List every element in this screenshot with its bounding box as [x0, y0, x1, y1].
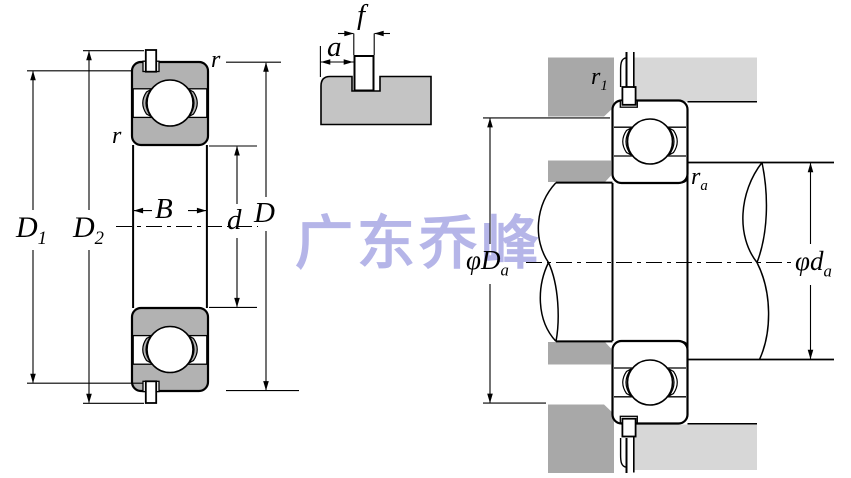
raceway-shoulder-right — [188, 88, 198, 118]
dim-label-B: B — [155, 193, 173, 225]
dimension-B — [133, 207, 207, 214]
dimension-D — [226, 61, 299, 392]
housing-upper — [548, 57, 614, 117]
dimension-phiDa — [483, 117, 610, 404]
raceway-shoulder-left — [142, 335, 152, 364]
ball-lower — [146, 325, 194, 374]
raceway-shoulder-left — [622, 368, 632, 397]
mounted-bearing-lower — [611, 339, 689, 438]
snap-ring — [621, 86, 637, 106]
bearing-lower-section — [130, 306, 210, 404]
bearing-upper-section — [130, 49, 210, 147]
snap-ring-top — [144, 49, 158, 73]
dim-label-D1: D1 — [16, 211, 47, 249]
dim-label-r-top: r — [211, 47, 221, 73]
mounted-bearing-upper — [611, 86, 689, 185]
dim-label-r-side: r — [112, 123, 122, 149]
spacer-upper — [548, 160, 611, 182]
housing-split-upper — [619, 52, 635, 88]
spacer-lower — [548, 342, 611, 365]
dimension-phida — [807, 162, 814, 360]
snap-ring-detail — [353, 55, 375, 92]
r1-relief-fillet — [619, 57, 627, 87]
housing-cap-lower — [633, 424, 757, 470]
dim-label-a: a — [327, 31, 342, 63]
raceway-shoulder-right — [668, 127, 678, 156]
dim-label-ra: ra — [691, 164, 708, 194]
housing-split-lower — [619, 437, 635, 473]
left-view-bearing-cross-section — [27, 49, 299, 404]
dim-label-d: d — [227, 204, 242, 236]
dimension-D2 — [83, 50, 144, 404]
dim-label-phiDa: φDa — [466, 245, 509, 280]
ball — [626, 118, 674, 165]
raceway-shoulder-left — [142, 88, 152, 118]
dim-label-r1: r1 — [591, 64, 608, 94]
dim-label-D2: D2 — [73, 211, 104, 249]
dimension-f — [338, 30, 390, 55]
shaft-break-right — [742, 162, 770, 360]
dimension-d — [209, 145, 257, 308]
dimension-a — [319, 46, 354, 77]
shaft-break-left — [537, 182, 559, 342]
housing-lower — [548, 404, 614, 473]
dim-label-D: D — [254, 197, 275, 229]
raceway-shoulder-right — [188, 335, 198, 364]
dim-label-phida: φda — [795, 246, 832, 281]
dim-label-f: f — [357, 0, 366, 31]
detail-view-snap-ring — [319, 30, 432, 126]
ball-upper — [146, 79, 194, 127]
shaft — [537, 161, 834, 361]
raceway-shoulder-left — [622, 127, 632, 156]
ball — [626, 359, 674, 406]
r1-relief-fillet — [619, 438, 627, 468]
right-view-mounting — [483, 52, 834, 473]
outer-ring-corner-block — [320, 75, 432, 126]
snap-ring-bottom — [144, 380, 158, 404]
snap-ring — [621, 417, 637, 438]
watermark: 广东乔峰 — [295, 209, 544, 277]
raceway-shoulder-right — [668, 368, 678, 397]
housing-cap-upper — [633, 57, 757, 102]
dimension-D1 — [27, 70, 143, 384]
